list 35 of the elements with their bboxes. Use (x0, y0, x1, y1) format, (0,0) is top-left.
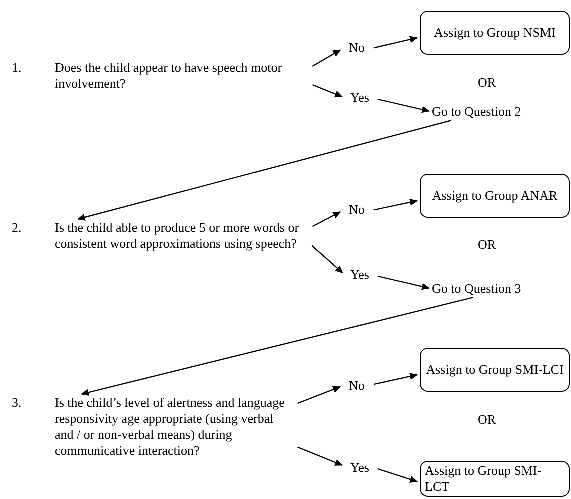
arrow (312, 212, 342, 228)
arrow (378, 276, 430, 290)
arrow (312, 84, 344, 98)
goto-text: Go to Question 2 (432, 104, 542, 120)
question-number: 2. (12, 220, 22, 236)
goto-text: Go to Question 3 (432, 281, 542, 297)
arrow (77, 120, 452, 221)
or-label: OR (478, 412, 496, 428)
or-label: OR (478, 237, 496, 253)
question-text: Does the child appear to have speech motor involvement? (55, 60, 310, 92)
arrow (298, 386, 342, 404)
answer-label: Yes (345, 460, 375, 476)
answer-label: Yes (345, 267, 375, 283)
arrow (378, 98, 430, 114)
arrow (374, 36, 418, 49)
answer-label: No (343, 40, 371, 56)
arrow (312, 50, 342, 67)
arrow (298, 446, 344, 466)
question-number: 1. (12, 60, 22, 76)
arrow (378, 468, 418, 483)
question-text: Is the child’s level of alertness and language responsivity age appropriate (using verbal and / or non-verbal means) during communicative interaction? (55, 395, 295, 459)
arrow (312, 246, 344, 274)
arrow (374, 199, 418, 211)
arrow (80, 297, 474, 396)
answer-label: No (343, 202, 371, 218)
answer-label: No (343, 378, 371, 394)
group-box: Assign to Group NSMI (420, 11, 570, 55)
or-label: OR (478, 75, 496, 91)
group-box: Assign to Group ANAR (420, 174, 570, 218)
group-box: Assign to Group SMI-LCT (420, 461, 570, 497)
group-box: Assign to Group SMI-LCI (420, 348, 570, 392)
arrow (374, 373, 418, 386)
question-number: 3. (12, 395, 22, 411)
question-text: Is the child able to produce 5 or more words or consistent word approximations using speech? (55, 220, 310, 252)
answer-label: Yes (345, 90, 375, 106)
